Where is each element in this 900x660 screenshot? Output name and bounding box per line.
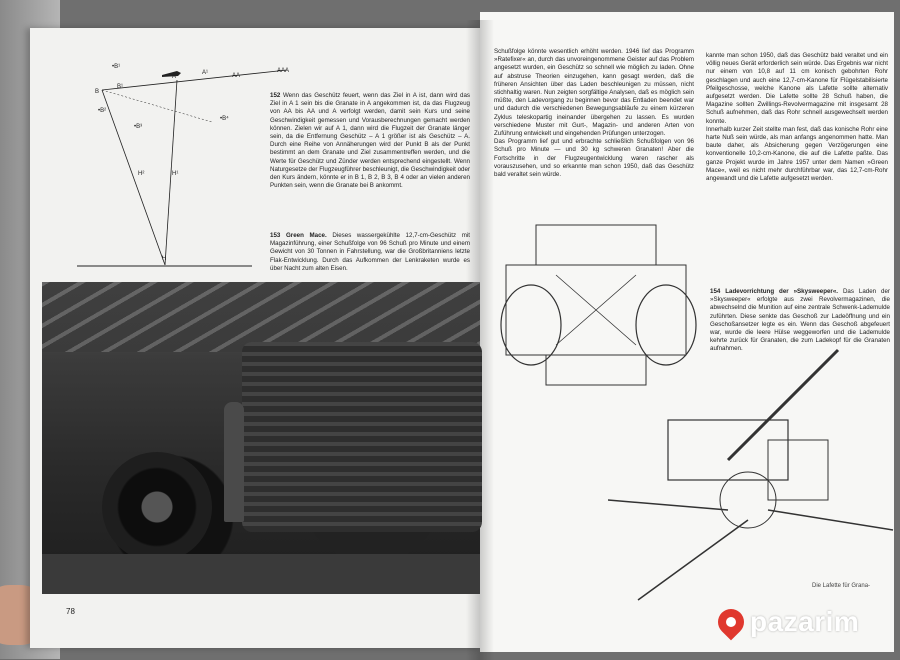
vehicle-wheel	[102, 452, 212, 562]
trajectory-diagram: •B¹ •B² •B³ •B⁴ B B¹ AA AAA A A¹ H¹ H² H	[77, 64, 289, 267]
projectile-line-a	[164, 79, 178, 266]
label-b1: •B¹	[112, 64, 120, 70]
hangar-roof	[42, 282, 480, 352]
projectile-line-b	[101, 89, 166, 266]
hangar-floor	[42, 554, 480, 594]
caption-153-title: Green Mace.	[285, 232, 327, 239]
label-b-prime: B¹	[117, 84, 123, 90]
loading-mechanism-drawing	[500, 224, 697, 386]
page-number: 78	[66, 607, 75, 616]
dashed-line-1	[101, 89, 213, 123]
bottom-note: Die Lafette für Grana-	[812, 583, 871, 589]
label-h: H	[162, 256, 166, 262]
caption-154-text: Das Laden der »Skysweeper« erfolgte aus …	[710, 288, 890, 353]
watermark-text: pazarim	[750, 606, 860, 637]
green-mace-photo	[42, 282, 482, 594]
caption-152: 152 Wenn das Geschütz feuert, wenn das Z…	[270, 92, 470, 190]
caption-152-number: 152	[270, 92, 281, 99]
caption-153: 153 Green Mace. Dieses wassergekühlte 12…	[270, 232, 470, 273]
caption-154-number: 154	[710, 288, 721, 295]
aircraft-icon	[162, 71, 181, 77]
soldier-figure	[224, 402, 244, 522]
caption-154-title: Ladevorrichtung der »Skysweeper«.	[725, 288, 838, 295]
flight-path-line	[101, 69, 288, 91]
label-b2: •B²	[98, 108, 106, 114]
label-h1: H¹	[172, 171, 178, 177]
pazarim-watermark: pazarim	[712, 603, 860, 641]
caption-152-text: Wenn das Geschütz feuert, wenn das Ziel …	[270, 92, 470, 190]
label-b: B	[95, 89, 99, 95]
label-a: A	[172, 74, 176, 80]
caption-153-text: Dieses wassergekühlte 12,7-cm-Geschütz m…	[270, 232, 470, 272]
right-column-1: Schußfolge könnte wesentlich erhöht werd…	[494, 48, 694, 179]
label-aaa: AAA	[277, 68, 289, 74]
location-pin-icon	[712, 603, 750, 641]
right-column-2: kannte man schon 1950, daß das Geschütz …	[706, 52, 888, 183]
skysweeper-gun-drawing	[608, 348, 894, 601]
label-h2: H²	[138, 171, 144, 177]
label-aa: AA	[232, 73, 240, 79]
right-page	[480, 12, 894, 652]
caption-153-number: 153	[270, 232, 281, 239]
label-a1: A¹	[202, 70, 208, 76]
label-b3: •B³	[134, 124, 142, 130]
caption-154: 154 Ladevorrichtung der »Skysweeper«. Da…	[710, 288, 890, 354]
gun-mount	[242, 342, 482, 532]
label-b4: •B⁴	[220, 115, 229, 122]
